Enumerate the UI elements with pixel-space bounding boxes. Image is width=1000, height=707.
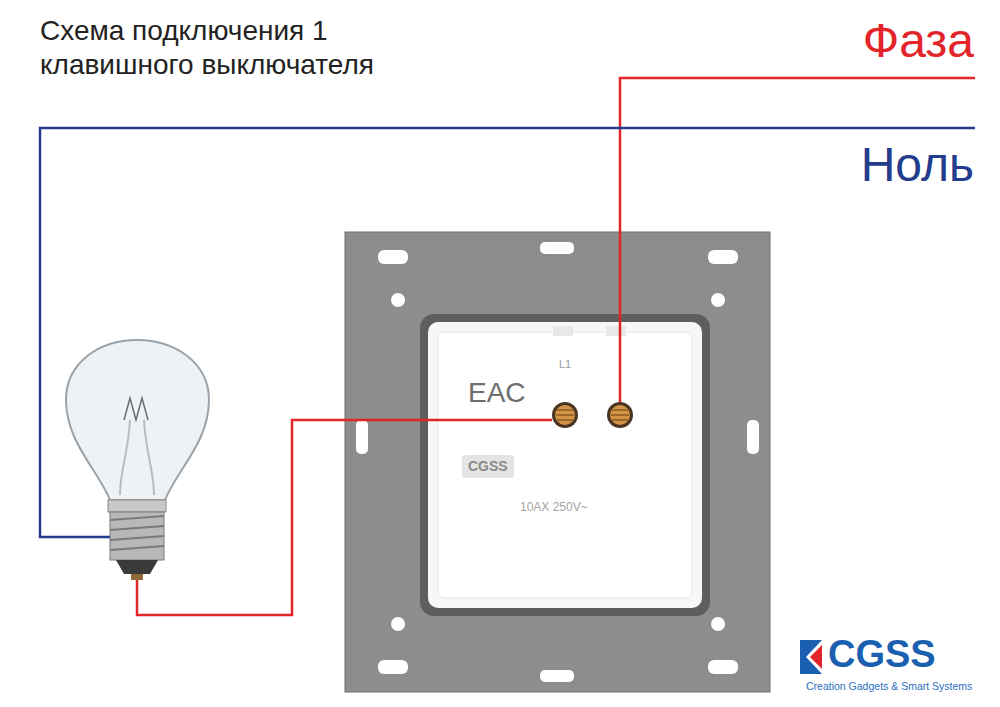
lamp-wire <box>137 420 552 615</box>
phase-wire <box>620 78 975 402</box>
neutral-label: Ноль <box>861 136 974 194</box>
rating-label: 10AX 250V~ <box>520 500 588 514</box>
light-bulb <box>66 340 209 580</box>
switch-terminal <box>607 402 633 428</box>
brand-badge: CGSS <box>462 455 514 478</box>
switch-frame <box>345 232 770 692</box>
terminal-label: L1 <box>559 358 571 371</box>
switch-body <box>420 314 710 616</box>
switch-terminal <box>552 402 578 428</box>
logo-text: CGSS <box>828 632 936 678</box>
certification-mark: EAC <box>468 376 526 410</box>
logo-icon <box>800 640 822 674</box>
diagram-title: Схема подключения 1 клавишного выключате… <box>40 14 460 81</box>
phase-label: Фаза <box>863 12 974 70</box>
logo-tagline: Creation Gadgets & Smart Systems <box>806 680 972 693</box>
neutral-wire <box>40 128 975 537</box>
